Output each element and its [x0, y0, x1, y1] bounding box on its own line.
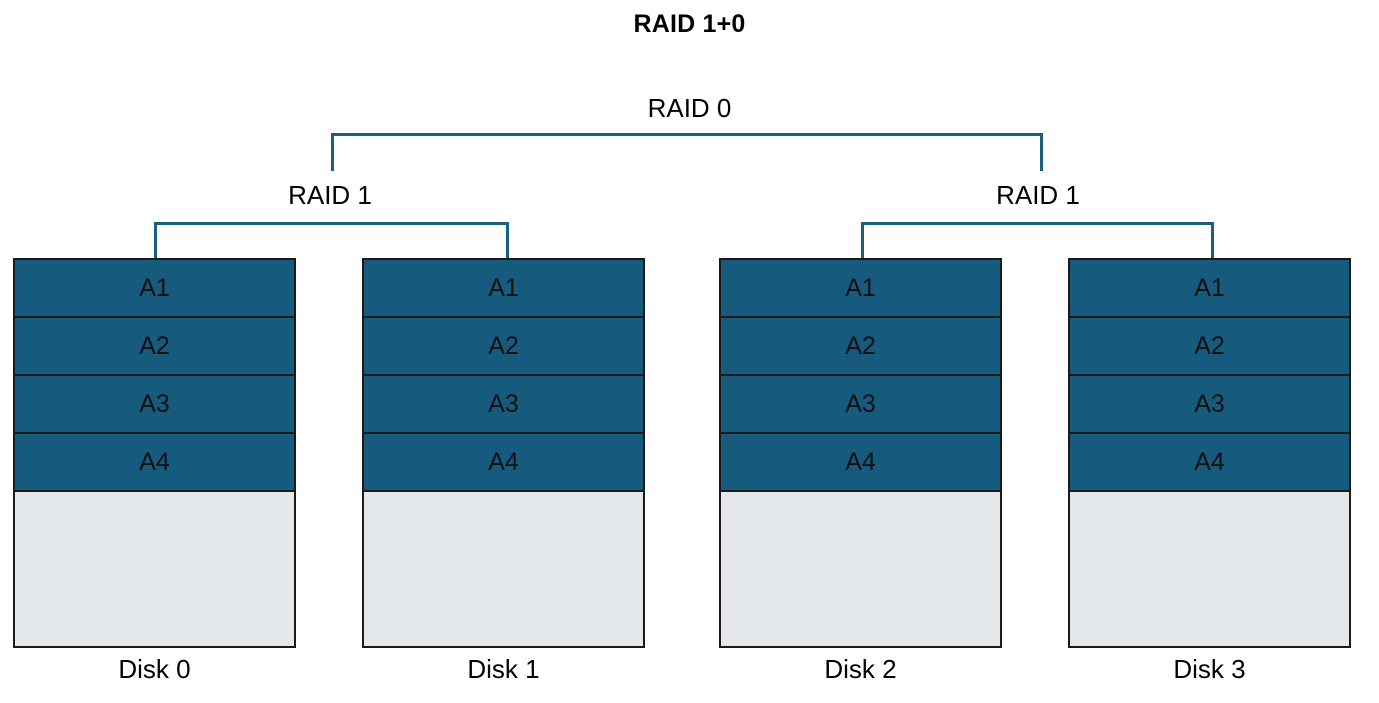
- disk-1: A1 A2 A3 A4: [362, 258, 645, 648]
- disk-0-free-space: [15, 492, 294, 646]
- disk-3-block-0: A1: [1070, 260, 1349, 318]
- disk-0-block-1: A2: [15, 318, 294, 376]
- disk-0-caption: Disk 0: [118, 654, 191, 684]
- disk-0-block-0: A1: [15, 260, 294, 318]
- raid0-connector-bracket: [331, 133, 1043, 171]
- disk-3-caption: Disk 3: [1173, 654, 1246, 684]
- disk-2-block-0: A1: [721, 260, 1000, 318]
- disk-0: A1 A2 A3 A4: [13, 258, 296, 648]
- disk-2: A1 A2 A3 A4: [719, 258, 1002, 648]
- disk-3-block-2: A3: [1070, 376, 1349, 434]
- raid1-left-group-label: RAID 1: [288, 180, 372, 210]
- disk-2-free-space: [721, 492, 1000, 646]
- disk-3-free-space: [1070, 492, 1349, 646]
- disk-1-block-3: A4: [364, 434, 643, 492]
- disk-2-caption: Disk 2: [824, 654, 897, 684]
- disk-0-block-3: A4: [15, 434, 294, 492]
- disk-1-block-0: A1: [364, 260, 643, 318]
- disk-1-block-2: A3: [364, 376, 643, 434]
- raid1-left-connector-bracket: [154, 222, 509, 259]
- disk-3-block-3: A4: [1070, 434, 1349, 492]
- disk-2-block-3: A4: [721, 434, 1000, 492]
- raid1-right-connector-bracket: [861, 222, 1214, 259]
- disk-3: A1 A2 A3 A4: [1068, 258, 1351, 648]
- disk-1-free-space: [364, 492, 643, 646]
- disk-2-block-2: A3: [721, 376, 1000, 434]
- page-title: RAID 1+0: [633, 10, 746, 38]
- disk-0-block-2: A3: [15, 376, 294, 434]
- raid1-right-group-label: RAID 1: [996, 180, 1080, 210]
- raid0-group-label: RAID 0: [647, 93, 732, 123]
- disk-2-block-1: A2: [721, 318, 1000, 376]
- disk-3-block-1: A2: [1070, 318, 1349, 376]
- disk-1-caption: Disk 1: [467, 654, 540, 684]
- disk-1-block-1: A2: [364, 318, 643, 376]
